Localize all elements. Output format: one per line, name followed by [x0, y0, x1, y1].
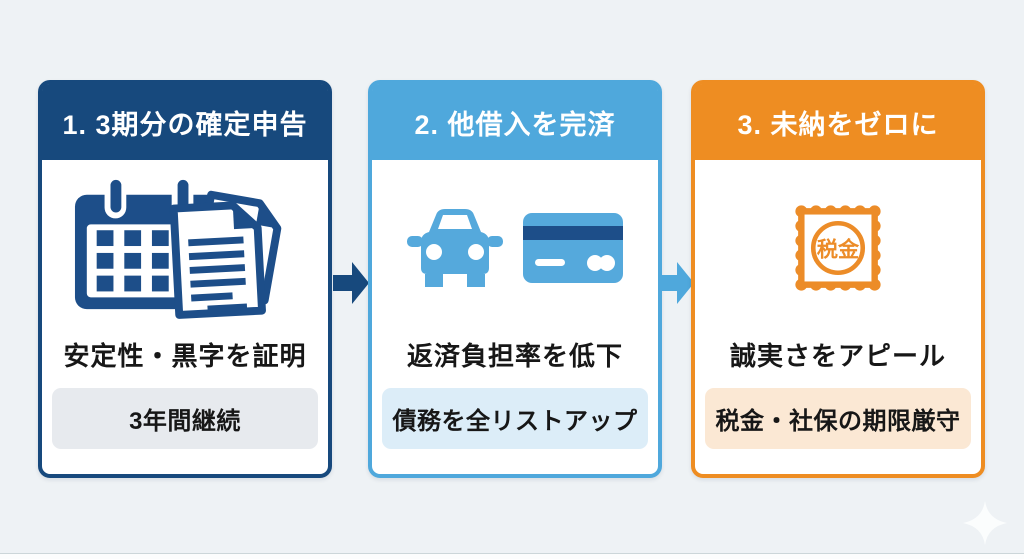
step-3-header: 3. 未納をゼロに: [695, 84, 981, 160]
step-card-1: 1. 3期分の確定申告: [38, 80, 332, 478]
step-2-icon-zone: [407, 160, 623, 336]
step-1-caption: 安定性・黒字を証明: [63, 341, 307, 371]
step-1-title: 1. 3期分の確定申告: [62, 109, 308, 140]
arrow-right-icon: [658, 262, 694, 304]
step-3-caption: 誠実さをアピール: [729, 341, 946, 371]
step-3-title: 3. 未納をゼロに: [737, 109, 939, 140]
step-2-body: 返済負担率を低下 債務を全リストアップ: [372, 160, 658, 474]
step-card-3: 3. 未納をゼロに 税金 誠実さをアピール 税金・社保の期限厳守: [691, 80, 985, 478]
step-1-highlight: 3年間継続: [52, 388, 318, 449]
tax-stamp-label: 税金: [817, 236, 860, 261]
step-1-body: 安定性・黒字を証明 3年間継続: [42, 160, 328, 474]
bottom-strip: [0, 553, 1024, 559]
arrow-right-icon: [333, 262, 369, 304]
step-3-body: 税金 誠実さをアピール 税金・社保の期限厳守: [695, 160, 981, 474]
step-3-icon-zone: 税金: [783, 160, 893, 336]
tax-stamp-icon: 税金: [795, 205, 881, 291]
step-2-highlight: 債務を全リストアップ: [382, 388, 648, 449]
step-1-header: 1. 3期分の確定申告: [42, 84, 328, 160]
credit-card-icon: [523, 213, 623, 283]
calendar-documents-icon: [74, 174, 282, 319]
sparkle-icon: [963, 501, 1007, 545]
car-icon: [407, 209, 503, 287]
step-card-2: 2. 他借入を完済: [368, 80, 662, 478]
step-1-icon-zone: [69, 160, 301, 336]
step-2-title: 2. 他借入を完済: [414, 109, 616, 140]
step-2-header: 2. 他借入を完済: [372, 84, 658, 160]
step-3-highlight: 税金・社保の期限厳守: [705, 388, 971, 449]
step-2-caption: 返済負担率を低下: [406, 341, 623, 371]
